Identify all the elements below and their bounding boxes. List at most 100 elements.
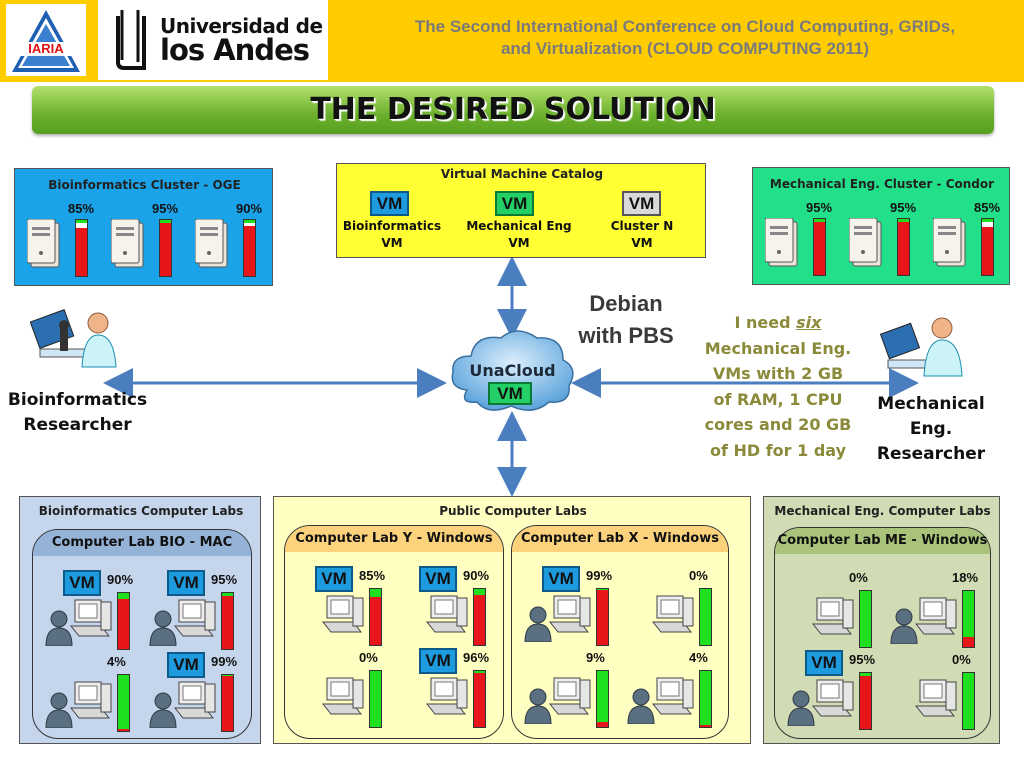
- bio-cluster-server-idle-fill: [76, 220, 87, 224]
- lab-me-idle-fill: [860, 591, 871, 647]
- lab-x-pc-icon[interactable]: [649, 674, 695, 722]
- lab-bio-pc-icon[interactable]: [171, 678, 217, 726]
- catalog-vm-badge-bio[interactable]: VM: [370, 191, 409, 216]
- lab-me-load-bar: [962, 590, 975, 648]
- lab-y-load-label: 0%: [359, 650, 378, 665]
- lab-y-pc-icon[interactable]: [319, 592, 365, 640]
- lab-me-idle-fill: [860, 673, 871, 676]
- catalog-item-bio-name: Bioinformatics: [342, 219, 442, 233]
- bio-cluster-server-idle-fill: [160, 220, 171, 224]
- lab-y-load-label: 90%: [463, 568, 490, 583]
- lab-x-pc-icon[interactable]: [649, 592, 695, 640]
- lab-bio-user-icon: [149, 692, 177, 732]
- bio-researcher-line2: Researcher: [23, 415, 132, 435]
- vm-catalog-title: Virtual Machine Catalog: [440, 167, 604, 181]
- lab-y-pc-icon[interactable]: [423, 592, 469, 640]
- lab-bio-load-bar: [117, 592, 130, 650]
- catalog-vm-badge-mech[interactable]: VM: [495, 191, 534, 216]
- lab-me-title: Computer Lab ME - Windows: [775, 528, 990, 554]
- request-line1-start: I need: [734, 313, 797, 332]
- conference-line2: and Virtualization (CLOUD COMPUTING 2011…: [500, 39, 870, 58]
- lab-bio-idle-fill: [222, 593, 233, 596]
- bio-cluster-server-load-bar: [243, 219, 256, 277]
- bio-cluster-server-load-label: 85%: [68, 201, 95, 216]
- lab-bio-load-label: 4%: [107, 654, 126, 669]
- unacloud-cloud[interactable]: UnaCloud VM: [445, 320, 580, 420]
- lab-bio-pc-icon[interactable]: [67, 678, 113, 726]
- lab-y-pc-icon[interactable]: [423, 674, 469, 722]
- bio-cluster-server-load-fill: [244, 225, 255, 276]
- lab-bio-load-label: 95%: [211, 572, 238, 587]
- mech-cluster-server-idle-fill: [814, 219, 825, 223]
- mech-cluster-server-icon: [764, 217, 801, 272]
- lab-y-vm-badge[interactable]: VM: [419, 566, 457, 592]
- lab-bio-load-label: 90%: [107, 572, 134, 587]
- lab-me-pc-icon[interactable]: [809, 676, 855, 724]
- bio-cluster-server-icon: [194, 218, 231, 273]
- mech-cluster-panel: Mechanical Eng. Cluster - Condor 95%95%8…: [752, 167, 1010, 285]
- lab-me-load-bar: [962, 672, 975, 730]
- mech-labs-panel: Mechanical Eng. Computer Labs Computer L…: [763, 496, 1000, 744]
- lab-y-idle-fill: [474, 589, 485, 595]
- title-banner: [32, 86, 994, 134]
- mech-labs-title: Mechanical Eng. Computer Labs: [774, 504, 991, 518]
- lab-x-pc-icon[interactable]: [546, 674, 592, 722]
- conference-title: The Second International Conference on C…: [340, 16, 1024, 60]
- lab-bio-mac-title: Computer Lab BIO - MAC: [33, 530, 251, 556]
- lab-me-pc-icon[interactable]: [912, 594, 958, 642]
- lab-bio-pc-icon[interactable]: [67, 596, 113, 644]
- request-line5: cores and 20 GB: [704, 415, 852, 434]
- lab-bio-load-fill: [118, 728, 129, 731]
- lab-x-load-bar: [596, 588, 609, 646]
- unacloud-label: UnaCloud: [469, 361, 556, 380]
- catalog-item-cluster-n-name: Cluster N: [610, 219, 674, 233]
- lab-bio-vm-badge[interactable]: VM: [167, 570, 205, 596]
- lab-bio-load-fill: [222, 595, 233, 649]
- lab-bio-vm-badge[interactable]: VM: [167, 652, 205, 678]
- lab-bio-pc-icon[interactable]: [171, 596, 217, 644]
- lab-me-load-label: 0%: [849, 570, 868, 585]
- lab-y-pc-icon[interactable]: [319, 674, 365, 722]
- lab-x-load-bar: [596, 670, 609, 728]
- slide-title: THE DESIRED SOLUTION: [310, 92, 716, 127]
- lab-me-vm-badge[interactable]: VM: [805, 650, 843, 676]
- vm-catalog-items: VM Bioinformatics VM VM Mechanical Eng V…: [337, 186, 707, 256]
- lab-x-pc-icon[interactable]: [546, 592, 592, 640]
- lab-me-pc-icon[interactable]: [809, 594, 855, 642]
- lab-x-load-fill: [597, 589, 608, 645]
- lab-me-load-label: 95%: [849, 652, 876, 667]
- lab-y-title: Computer Lab Y - Windows: [285, 526, 503, 552]
- lab-bio-load-bar: [117, 674, 130, 732]
- public-labs-title: Public Computer Labs: [439, 504, 587, 518]
- lab-bio-idle-fill: [118, 593, 129, 599]
- lab-y-vm-badge[interactable]: VM: [419, 648, 457, 674]
- researcher-microscope-icon: [29, 309, 117, 368]
- mech-cluster-server-load-bar: [813, 218, 826, 276]
- lab-y-vm-badge[interactable]: VM: [315, 566, 353, 592]
- bio-researcher-figure: [29, 305, 120, 380]
- bio-cluster-server-load-fill: [160, 222, 171, 276]
- bio-cluster-server-load-label: 95%: [152, 201, 179, 216]
- lab-bio-vm-badge[interactable]: VM: [63, 570, 101, 596]
- bio-cluster-server-icon: [110, 218, 147, 273]
- bio-cluster-title: Bioinformatics Cluster - OGE: [48, 178, 241, 192]
- iaria-logo: IARIA: [6, 4, 86, 76]
- mech-cluster-server-load-label: 95%: [890, 200, 917, 215]
- lab-y-idle-fill: [370, 671, 381, 727]
- bio-cluster-server-load-bar: [159, 219, 172, 277]
- mech-researcher-figure: [879, 312, 970, 387]
- mech-researcher-label: Mechanical Eng. Researcher: [856, 392, 1006, 467]
- lab-me-idle-fill: [963, 673, 974, 729]
- lab-me-pc-icon[interactable]: [912, 676, 958, 724]
- lab-y-load-fill: [370, 597, 381, 645]
- lab-x-idle-fill: [700, 671, 711, 725]
- mech-cluster-server-load-fill: [898, 221, 909, 275]
- catalog-vm-badge-cluster-n[interactable]: VM: [622, 191, 661, 216]
- vm-catalog-panel: Virtual Machine Catalog VM Bioinformatic…: [336, 163, 706, 258]
- catalog-item-bio-sub: VM: [381, 236, 403, 250]
- request-line4: of RAM, 1 CPU: [713, 389, 843, 409]
- lab-x-vm-badge[interactable]: VM: [542, 566, 580, 592]
